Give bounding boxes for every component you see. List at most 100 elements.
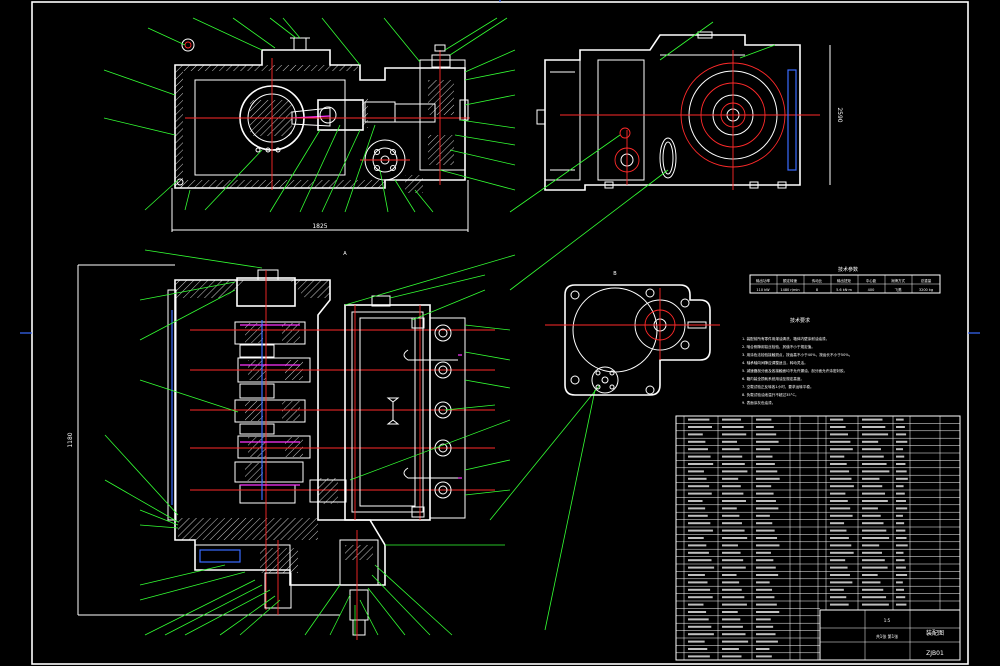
parts-list-entry bbox=[896, 440, 908, 443]
param-header: 输出功率 bbox=[756, 278, 770, 283]
tech-req-line: 1. 装配前所有零件用煤油清洗，箱体内壁涂耐油油漆。 bbox=[742, 336, 829, 341]
parts-list-entry bbox=[688, 440, 706, 443]
parts-list-entry bbox=[756, 611, 780, 613]
parts-list-entry bbox=[862, 566, 888, 569]
parts-list-entry bbox=[896, 426, 905, 428]
parts-list-entry bbox=[830, 537, 849, 539]
parts-list-entry bbox=[830, 514, 853, 517]
parts-list-entry bbox=[756, 551, 771, 554]
parts-list-entry bbox=[688, 463, 714, 465]
main-section-view: 1180 bbox=[67, 264, 495, 640]
detail-view-b: B A bbox=[343, 251, 720, 396]
tech-req-line: 2. 啮合侧隙用铅丝检验，其值不小于规定值。 bbox=[742, 344, 815, 349]
parts-list-entry bbox=[896, 588, 905, 591]
param-value: 5.6 kN·m bbox=[836, 288, 852, 292]
parts-list-entry bbox=[896, 492, 905, 495]
parts-list-entry bbox=[688, 559, 712, 562]
parts-list-entry bbox=[688, 551, 709, 554]
parts-list-entry bbox=[896, 537, 907, 539]
parts-list-entry bbox=[830, 485, 854, 488]
top-section-view: 1825 bbox=[171, 37, 470, 232]
parts-list-entry bbox=[688, 426, 712, 428]
parts-list-entry bbox=[862, 492, 886, 495]
parts-list-entry bbox=[896, 566, 906, 569]
title-block-scale: 1:5 bbox=[884, 618, 891, 623]
parts-list-entry bbox=[862, 514, 881, 517]
parts-list-entry bbox=[862, 574, 878, 576]
section-mark-a: A bbox=[343, 251, 347, 257]
parts-list-entry bbox=[688, 655, 710, 658]
parts-list-entry bbox=[688, 537, 704, 539]
parts-list-entry bbox=[722, 537, 748, 539]
parts-list-entry bbox=[688, 640, 705, 643]
parts-list-entry bbox=[688, 418, 710, 421]
param-header: 中心距 bbox=[866, 278, 877, 283]
parts-list-entry bbox=[862, 588, 884, 591]
param-header: 输出扭矩 bbox=[837, 278, 851, 283]
parts-list-entry bbox=[896, 596, 906, 599]
param-header: 传动比 bbox=[812, 278, 823, 283]
parts-list-entry bbox=[722, 551, 741, 554]
parts-list-entry bbox=[756, 455, 773, 458]
parts-list-entry bbox=[756, 633, 776, 636]
parts-list-entry bbox=[896, 529, 906, 532]
parts-list-entry bbox=[896, 455, 905, 458]
parts-list-entry bbox=[896, 470, 907, 473]
parts-list-entry bbox=[896, 603, 907, 606]
parts-list-entry bbox=[830, 470, 850, 473]
parts-list-entry bbox=[756, 485, 772, 488]
tech-req-line: 3. 用涂色法检验接触斑点，按齿高不小于40%，按齿长不小于50%。 bbox=[742, 352, 852, 357]
tech-requirements: 技术要求 1. 装配前所有零件用煤油清洗，箱体内壁涂耐油油漆。 2. 啮合侧隙用… bbox=[742, 317, 852, 405]
parts-list-entry bbox=[756, 448, 771, 451]
parts-list-entry bbox=[830, 551, 854, 554]
parts-list-entry bbox=[862, 448, 881, 451]
parts-list-entry bbox=[830, 603, 849, 606]
param-value: 8 bbox=[816, 288, 818, 292]
parts-list-entry bbox=[830, 433, 848, 436]
parts-list-entry bbox=[688, 470, 704, 473]
parts-list bbox=[675, 415, 961, 661]
parts-list-entry bbox=[896, 485, 904, 488]
parts-list-entry bbox=[756, 514, 770, 517]
parts-list-entry bbox=[722, 440, 738, 443]
param-value: 400 bbox=[868, 288, 875, 292]
param-header: 额定转速 bbox=[783, 278, 797, 283]
tech-params-table: 技术参数 输出功率 额定转速 传动比 输出扭矩 中心距 润滑方式 总重量 110… bbox=[749, 266, 941, 294]
parts-list-entry bbox=[722, 529, 745, 532]
parts-list-entry bbox=[722, 448, 740, 451]
tech-req-title: 技术要求 bbox=[790, 317, 810, 324]
parts-list-entry bbox=[862, 537, 890, 539]
title-block-code: ZJB01 bbox=[926, 650, 944, 657]
parts-list-entry bbox=[862, 470, 890, 473]
parts-list-entry bbox=[688, 574, 705, 576]
parts-list-entry bbox=[756, 618, 771, 621]
parts-list-entry bbox=[722, 581, 740, 584]
parts-list-entry bbox=[862, 603, 889, 606]
parts-list-entry bbox=[756, 537, 778, 539]
parts-list-entry bbox=[896, 433, 907, 436]
title-block-name: 装配图 bbox=[926, 629, 944, 637]
tech-req-line: 8. 负载试验油池温升不超过35°C。 bbox=[742, 392, 799, 397]
parts-list-entry bbox=[862, 426, 886, 428]
parts-list-entry bbox=[722, 463, 745, 465]
parts-list-entry bbox=[862, 485, 883, 488]
parts-list-entry bbox=[756, 603, 777, 606]
parts-list-entry bbox=[862, 477, 880, 480]
parts-list-entry bbox=[830, 492, 846, 495]
title-block-sheet: 共1张 第1张 bbox=[876, 633, 898, 639]
parts-list-entry bbox=[862, 529, 887, 532]
section-mark-b: B bbox=[613, 271, 617, 277]
parts-list-entry bbox=[688, 566, 715, 569]
parts-list-entry bbox=[862, 440, 879, 443]
parts-list-entry bbox=[896, 477, 908, 480]
parts-list-entry bbox=[756, 588, 773, 591]
parts-list-entry bbox=[688, 603, 704, 606]
tech-params-title: 技术参数 bbox=[838, 266, 858, 273]
parts-list-entry bbox=[756, 544, 780, 547]
parts-list-entry bbox=[896, 507, 908, 510]
parts-list-entry bbox=[722, 470, 748, 473]
parts-list-entry bbox=[688, 477, 707, 480]
dim-side-height: 2590 bbox=[836, 107, 843, 122]
parts-list-entry bbox=[830, 566, 848, 569]
